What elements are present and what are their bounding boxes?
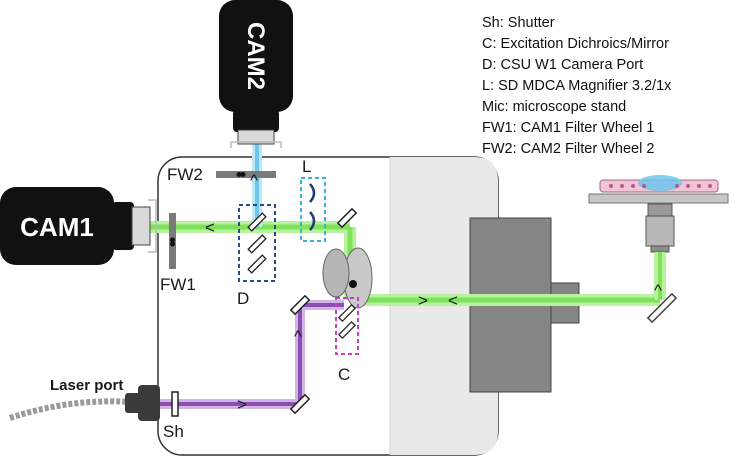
- excitation-dichroic-2: [337, 320, 357, 340]
- camera-port-dichroic-2: [247, 234, 267, 254]
- filter-wheel-2: [216, 171, 276, 178]
- shutter-label: Sh: [163, 422, 184, 441]
- fw2-label: FW2: [167, 165, 203, 184]
- legend-item: Mic: microscope stand: [482, 99, 626, 115]
- arrow-emission-right: >: [418, 291, 428, 310]
- arrow-stand-up: ^: [654, 281, 662, 300]
- legend-item: C: Excitation Dichroics/Mirror: [482, 36, 669, 52]
- arrow-emission-left: <: [448, 291, 458, 310]
- emission-mirror-right: [336, 207, 358, 229]
- laser-fiber-cable: [9, 398, 133, 421]
- shutter: [171, 391, 179, 417]
- camera-1-label: CAM1: [20, 212, 94, 242]
- spinning-disk-unit: [322, 247, 373, 309]
- arrow-laser-up: ^: [294, 327, 302, 346]
- magnifier-lens-2: [309, 211, 316, 231]
- magnifier-lens-1: [309, 183, 316, 203]
- arrow-to-cam2: ^: [250, 171, 258, 190]
- laser-port-label: Laser port: [50, 377, 123, 394]
- objective-lens: [645, 203, 675, 253]
- arrow-laser-right: >: [237, 395, 247, 414]
- laser-port-body: [138, 385, 160, 421]
- camera-port-dichroic-1: [247, 212, 267, 232]
- legend: Sh: Shutter C: Excitation Dichroics/Mirr…: [482, 15, 672, 157]
- camera-1: CAM1: [0, 187, 157, 265]
- camera-2: CAM2: [219, 0, 293, 148]
- magnifier-box: [300, 177, 326, 242]
- laser-mirror-bottom: [289, 393, 311, 415]
- fw1-label: FW1: [160, 275, 196, 294]
- legend-item: Sh: Shutter: [482, 15, 555, 31]
- laser-mirror-top: [289, 294, 311, 316]
- camera-2-label: CAM2: [242, 22, 269, 90]
- legend-item: L: SD MDCA Magnifier 3.2/1x: [482, 78, 672, 94]
- arrow-to-cam1: <: [205, 218, 215, 237]
- camera-port-box: [238, 204, 276, 282]
- legend-item: FW2: CAM2 Filter Wheel 2: [482, 141, 654, 157]
- legend-item: FW1: CAM1 Filter Wheel 1: [482, 120, 654, 136]
- stand-mirror: [646, 292, 678, 324]
- dichroic-port-label: D: [237, 289, 249, 308]
- excitation-dichroic-1: [337, 303, 357, 323]
- excitation-dichroics-box: [335, 297, 359, 355]
- camera-port-dichroic-3: [247, 254, 267, 274]
- lens-label: L: [302, 157, 311, 176]
- sample-stage: [588, 175, 729, 204]
- legend-item: D: CSU W1 Camera Port: [482, 57, 643, 73]
- laser-port-connector: [125, 393, 141, 413]
- excitation-label: C: [338, 365, 350, 384]
